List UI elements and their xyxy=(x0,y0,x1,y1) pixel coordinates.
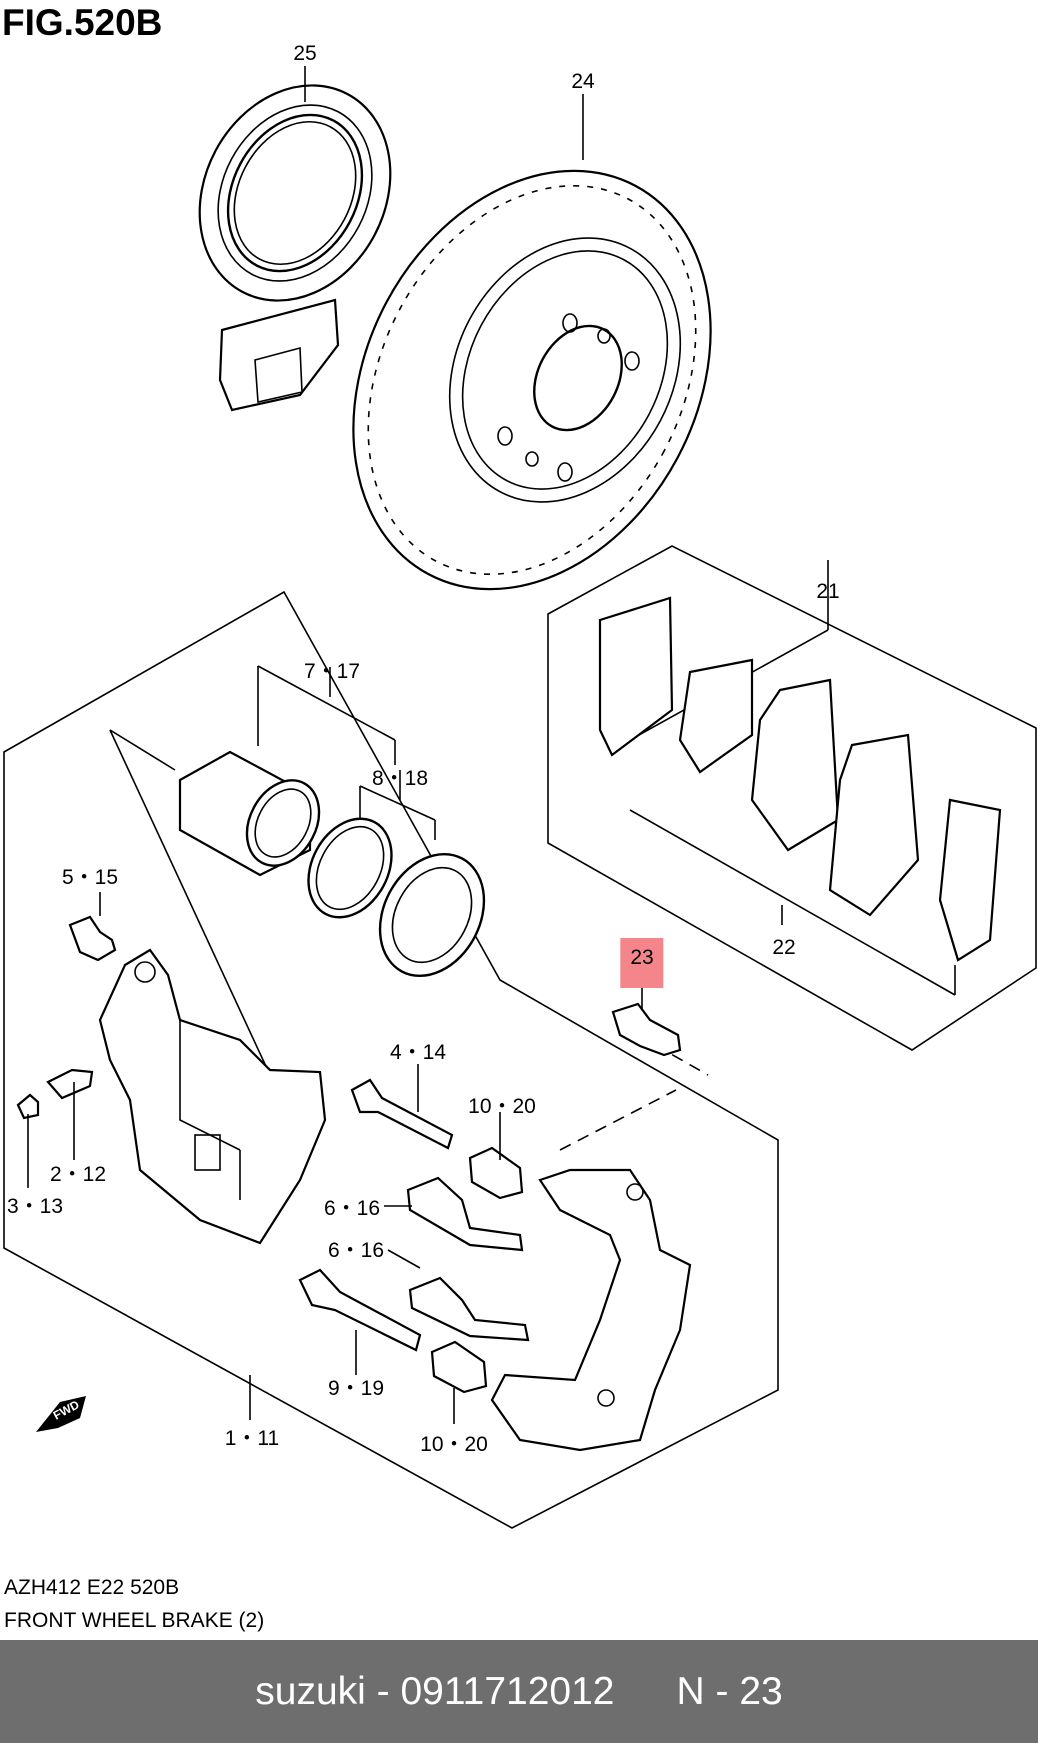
part-10-boot-upper[interactable] xyxy=(468,1146,524,1200)
callout-8-18[interactable]: 8・18 xyxy=(371,767,429,790)
part-1-caliper-body[interactable] xyxy=(98,948,327,1245)
callout-5-15[interactable]: 5・15 xyxy=(61,866,119,889)
footer-position: N - 23 xyxy=(676,1669,783,1713)
callout-24[interactable]: 24 xyxy=(571,70,595,93)
callout-6-16-lower[interactable]: 6・16 xyxy=(327,1239,385,1262)
callout-3-13[interactable]: 3・13 xyxy=(6,1195,64,1218)
fwd-arrow-icon: FWD xyxy=(36,1396,86,1432)
callout-25[interactable]: 25 xyxy=(293,42,317,65)
part-24-brake-disc[interactable] xyxy=(283,108,781,651)
part-23-bolt[interactable] xyxy=(611,1002,682,1057)
part-7-piston[interactable] xyxy=(178,750,333,878)
figure-title: FIG.520B xyxy=(2,2,163,43)
callout-10-20-upper[interactable]: 10・20 xyxy=(468,1095,536,1118)
callout-6-16-upper[interactable]: 6・16 xyxy=(323,1197,381,1220)
part-5-bolt[interactable] xyxy=(68,915,117,962)
part-21-pad-shim[interactable] xyxy=(598,596,1002,962)
part-3-cap[interactable] xyxy=(16,1093,40,1120)
part-6-clip-upper[interactable] xyxy=(406,1176,524,1252)
part-4-guide-pin[interactable] xyxy=(350,1078,454,1150)
callout-21[interactable]: 21 xyxy=(816,580,840,603)
callout-7-17[interactable]: 7・17 xyxy=(303,660,361,683)
callout-1-11[interactable]: 1・11 xyxy=(224,1427,280,1450)
part-8-piston-seal[interactable] xyxy=(292,804,504,994)
figure-description: FRONT WHEEL BRAKE (2) xyxy=(4,1609,265,1632)
leader-lines xyxy=(27,66,643,1424)
callout-9-19[interactable]: 9・19 xyxy=(327,1377,385,1400)
part-9-guide-pin[interactable] xyxy=(298,1268,422,1352)
footer-bar: suzuki - 0911712012 N - 23 xyxy=(0,1640,1038,1743)
part-25-dust-shield[interactable] xyxy=(163,52,427,412)
part-2-bleeder[interactable] xyxy=(46,1068,94,1100)
footer-part-number: suzuki - 0911712012 xyxy=(255,1669,615,1713)
model-code: AZH412 E22 520B xyxy=(4,1576,180,1599)
callout-4-14[interactable]: 4・14 xyxy=(389,1041,447,1064)
exploded-parts-diagram: FWD xyxy=(3,52,1037,1529)
part-10-boot-lower[interactable] xyxy=(430,1340,488,1394)
callout-2-12[interactable]: 2・12 xyxy=(49,1163,107,1186)
part-bracket[interactable] xyxy=(490,1168,692,1452)
callout-10-20-lower[interactable]: 10・20 xyxy=(420,1433,488,1456)
callout-23-highlighted[interactable]: 23 xyxy=(620,938,664,988)
part-6-clip-lower[interactable] xyxy=(408,1276,530,1342)
callout-22[interactable]: 22 xyxy=(772,936,796,959)
